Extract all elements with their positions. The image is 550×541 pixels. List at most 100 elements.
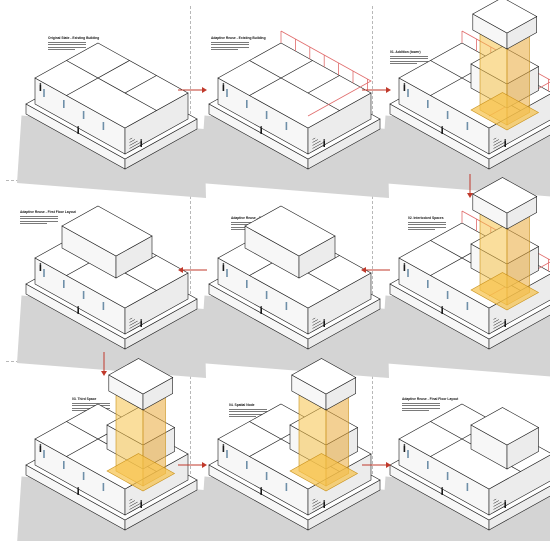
step-panel: Adaptive Reuse - Ground Floor Layout [189, 180, 389, 378]
stair-step [312, 139, 319, 143]
human-figure-head [260, 126, 263, 128]
stair-step [312, 142, 324, 149]
human-figure-head [441, 126, 444, 128]
step-annotation: 01. Addition (tower) [390, 50, 428, 64]
stair-step [493, 317, 497, 320]
step-annotation: Adaptive Reuse - Final Floor Layout [402, 397, 458, 411]
stair-step [493, 503, 505, 510]
windows [226, 269, 288, 310]
floating-tower-box-top-face [472, 0, 538, 34]
human-figure-head [441, 306, 444, 308]
human-figure [441, 308, 443, 314]
human-figures [403, 83, 507, 147]
human-figure-head [323, 319, 326, 321]
stair-step [312, 320, 321, 326]
step-annotation: Adaptive Reuse - First Floor Layout [20, 210, 76, 224]
red-frame-beam [280, 30, 372, 117]
step-panel: 04. Spatial Node [189, 358, 389, 541]
human-figure [222, 85, 225, 91]
stair-step [312, 500, 319, 504]
step-label: Adaptive Reuse - First Floor Layout [20, 210, 76, 214]
step-annotation: 02. Interlocked Spaces [408, 216, 446, 230]
human-figure [39, 85, 42, 91]
human-figure [39, 265, 42, 271]
human-figure [77, 308, 79, 314]
human-figure [140, 141, 142, 147]
partition-wall [124, 75, 157, 94]
human-figures [39, 263, 143, 327]
human-figures [39, 444, 143, 508]
red-structure-overlay [280, 30, 372, 117]
step-panel: 02. Interlocked Spaces [370, 177, 550, 377]
interior-partitions [249, 60, 340, 111]
stair-step [493, 139, 500, 143]
upper-floor-volume-top-face [61, 205, 153, 257]
human-figure [140, 502, 142, 508]
windows [226, 89, 288, 130]
human-figure-head [403, 263, 406, 265]
human-figure [504, 321, 506, 327]
upper-floor-volume-top-face [244, 205, 336, 257]
human-figure [403, 85, 406, 91]
human-figure-head [403, 83, 406, 85]
windows [407, 450, 469, 491]
partition-wall [307, 75, 340, 94]
step-panel: Adaptive Reuse - First Floor Layout [6, 180, 206, 378]
windows [43, 269, 105, 310]
stair-step [129, 503, 141, 510]
human-figure [222, 265, 225, 271]
human-figures [222, 263, 326, 327]
isometric-building [17, 205, 206, 378]
human-figure-head [222, 263, 225, 265]
stair-step [312, 319, 319, 323]
windows [407, 89, 469, 130]
partition-wall [66, 60, 157, 111]
human-figures [222, 444, 326, 508]
human-figure [140, 321, 142, 327]
human-figure [39, 446, 42, 452]
step-label: 02. Interlocked Spaces [408, 216, 444, 220]
highlight-floor-plate [470, 92, 540, 131]
stair-step [493, 322, 505, 329]
isometric-building [381, 177, 550, 377]
stair-step [493, 142, 505, 149]
stair-step [129, 322, 141, 329]
human-figure [323, 321, 325, 327]
highlight-floor-plate [470, 272, 540, 311]
human-figure-head [39, 263, 42, 265]
human-figures [222, 83, 326, 147]
stair-step [129, 142, 141, 149]
stair-step [493, 500, 500, 504]
isometric-building [381, 0, 550, 197]
stair-step [129, 137, 133, 140]
human-figure-head [77, 306, 80, 308]
stair-step [129, 501, 138, 507]
interior-partitions [66, 60, 157, 111]
human-figure [77, 128, 79, 134]
human-figures [39, 83, 143, 147]
human-figure [77, 489, 79, 495]
step-panel: Adaptive Reuse - Final Floor Layout [370, 361, 550, 541]
windows [407, 269, 469, 310]
human-figure-head [441, 487, 444, 489]
stair-step [312, 137, 316, 140]
isometric-building [381, 403, 550, 541]
stair-step [312, 140, 321, 146]
step-panel: 01. Addition (tower) [370, 0, 550, 197]
step-panel: Original State - Existing Building [6, 0, 206, 198]
isometric-building [17, 358, 206, 541]
step-label: Original State - Existing Building [48, 36, 100, 40]
step-panel: Adaptive Reuse - Existing Building [189, 0, 389, 198]
human-figure [441, 128, 443, 134]
human-figure-head [39, 83, 42, 85]
floating-tower-box-top-face [472, 177, 538, 214]
human-figure [260, 308, 262, 314]
human-figures [403, 263, 507, 327]
isometric-building [17, 42, 206, 198]
human-figure-head [140, 500, 143, 502]
windows [43, 89, 105, 130]
stair-step [312, 501, 321, 507]
isometric-building [200, 205, 389, 378]
step-label: Adaptive Reuse - Existing Building [211, 36, 266, 40]
